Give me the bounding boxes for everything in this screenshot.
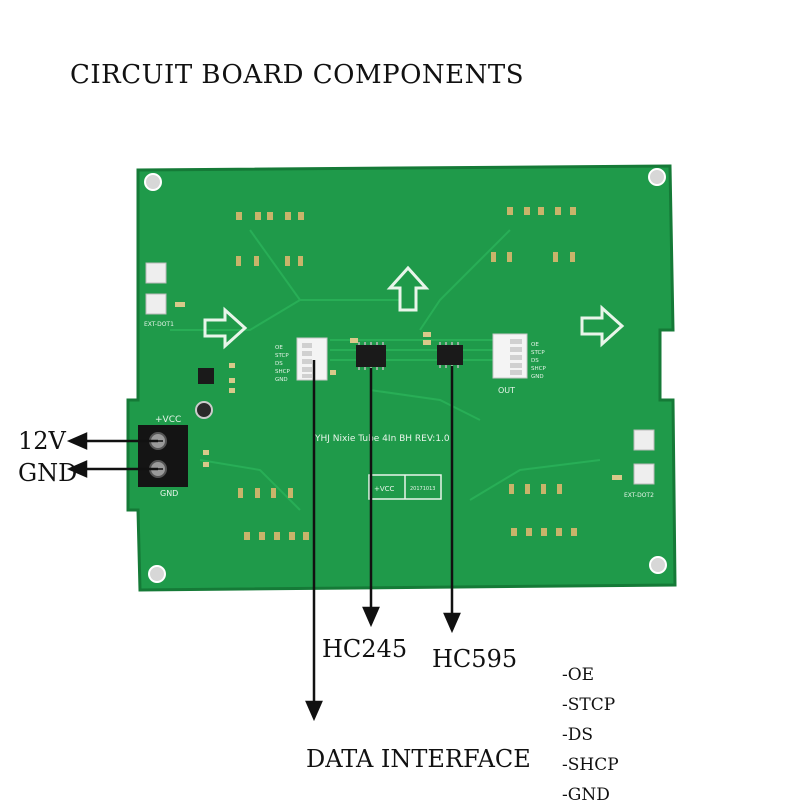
j2-pin-label: DS	[531, 358, 539, 364]
board-silk-title: YHJ Nixie Tube 4In BH REV:1.0	[314, 434, 450, 444]
j3-pin-label: OE	[275, 345, 283, 351]
hc595-chip	[437, 342, 463, 368]
board-gnd-label: GND	[160, 489, 178, 498]
arrow-12v-head	[66, 432, 88, 450]
capacitor	[195, 401, 213, 419]
pin-label: -DS	[562, 725, 594, 745]
arrow-gnd-head	[66, 460, 88, 478]
label-gnd: GND	[18, 459, 78, 487]
j2-pin-label: GND	[531, 374, 544, 380]
smd-components	[175, 302, 622, 480]
top-left-pads	[236, 212, 304, 266]
power-terminal	[138, 425, 188, 487]
bottom-right-pads	[509, 484, 577, 536]
j3-pin-label: SHCP	[275, 369, 290, 375]
pin-label: -OE	[562, 665, 595, 685]
label-hc595: HC595	[432, 645, 518, 673]
label-hc245: HC245	[322, 635, 408, 663]
ext-dot1-label: EXT-DOT1	[144, 321, 174, 328]
ext-pads	[145, 262, 655, 485]
j2-pin-labels: OE STCP DS SHCP GND	[531, 342, 546, 380]
arrow-hc595-head	[443, 612, 461, 634]
vcc-box-label: +VCC	[374, 485, 395, 493]
j3-pin-label: DS	[275, 361, 283, 367]
board-out-label: OUT	[498, 386, 515, 395]
board-arrows	[203, 265, 625, 350]
arrow-data-interface-head	[305, 700, 323, 722]
pcb-board	[126, 164, 677, 592]
j2-pin-label: SHCP	[531, 366, 546, 372]
pin-label: -SHCP	[562, 755, 619, 775]
top-right-pads	[491, 207, 576, 262]
label-12v: 12V	[18, 427, 66, 455]
date-code: 20171013	[410, 486, 435, 492]
interface-pin-list: -OE -STCP -DS -SHCP -GND	[562, 660, 619, 810]
pcb-traces	[170, 229, 601, 511]
bottom-left-pads	[238, 488, 309, 540]
j3-pin-label: GND	[275, 377, 288, 383]
j2-pin-label: OE	[531, 342, 539, 348]
j2-pin-label: STCP	[531, 350, 545, 356]
page-title: CIRCUIT BOARD COMPONENTS	[70, 60, 525, 90]
hc245-chip	[356, 342, 386, 370]
voltage-regulator	[198, 368, 214, 384]
label-data-interface: DATA INTERFACE	[306, 745, 531, 773]
ext-dot2-label: EXT-DOT2	[624, 492, 654, 499]
board-vcc-label: +VCC	[155, 415, 181, 425]
pin-label: -GND	[562, 785, 610, 805]
j3-pin-labels: OE STCP DS SHCP GND	[275, 345, 290, 383]
arrow-hc245-head	[362, 606, 380, 628]
pin-label: -STCP	[562, 695, 616, 715]
mounting-holes	[144, 168, 667, 583]
j3-pin-label: STCP	[275, 353, 289, 359]
